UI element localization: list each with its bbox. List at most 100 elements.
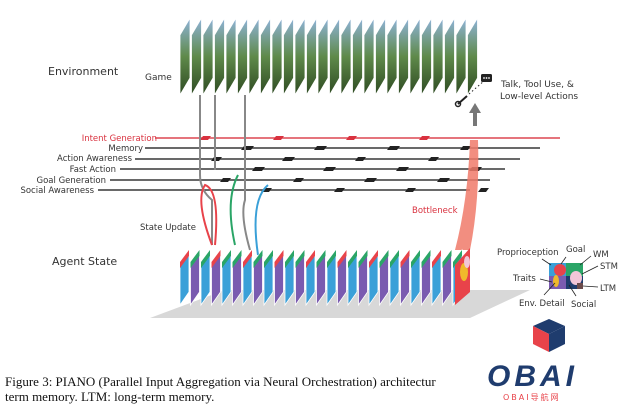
legend-social: Social	[571, 300, 596, 310]
game-frame	[375, 16, 386, 97]
module-packet	[334, 188, 345, 192]
state-block-top	[211, 250, 221, 268]
legend-traits: Traits	[512, 274, 536, 284]
dotted-connector	[468, 80, 485, 95]
game-label: Game	[145, 73, 172, 83]
state-update-arrow	[200, 183, 218, 246]
game-frames-stack	[179, 16, 478, 97]
agent-state-label: Agent State	[52, 255, 117, 268]
state-block-top	[337, 250, 347, 268]
state-block-top	[358, 250, 368, 268]
legend-ltm: LTM	[600, 284, 616, 294]
game-frame	[248, 16, 260, 97]
state-block-top	[232, 250, 242, 268]
state-block-top	[379, 250, 389, 268]
svg-text:OBAI导航网: OBAI导航网	[503, 392, 561, 402]
state-block-top	[295, 250, 305, 268]
module-packet	[273, 136, 284, 140]
state-block-top	[264, 250, 273, 268]
module-packet	[293, 178, 304, 182]
bottleneck-label: Bottleneck	[412, 206, 458, 216]
state-block-top	[348, 250, 357, 268]
obai-watermark-logo: OBAI OBAI导航网	[487, 319, 578, 402]
environment-label: Environment	[48, 65, 119, 78]
chat-bubble-icon	[481, 74, 492, 82]
game-frame	[421, 16, 432, 97]
module-packet	[398, 167, 409, 171]
module-packet	[428, 157, 439, 161]
caption-line-1: Figure 3: PIANO (Parallel Input Aggregat…	[5, 374, 436, 389]
game-frame	[225, 16, 237, 97]
game-frame	[306, 16, 317, 97]
state-update-arrow	[254, 184, 269, 256]
state-block-top	[190, 250, 200, 268]
module-packet	[254, 167, 265, 171]
game-frame	[260, 16, 271, 97]
state-update-label: State Update	[140, 223, 196, 233]
state-update-arrow	[229, 174, 239, 246]
caption-line-2: term memory. LTM: long-term memory.	[5, 389, 215, 404]
legend-wm: WM	[593, 250, 609, 260]
module-packet	[211, 157, 222, 161]
state-block-top	[432, 250, 441, 268]
state-block-top	[400, 250, 410, 268]
state-update-arrows	[199, 95, 479, 256]
module-label-goal-generation: Goal Generation	[37, 176, 106, 186]
module-packet	[220, 178, 231, 182]
module-label-social-awareness: Social Awareness	[20, 186, 94, 196]
game-frame	[352, 16, 363, 97]
state-block-top	[253, 250, 263, 268]
game-frame	[398, 16, 409, 97]
legend-env-detail: Env. Detail	[519, 299, 565, 309]
module-packet	[478, 188, 489, 192]
module-packet	[405, 188, 416, 192]
game-frame	[237, 16, 248, 97]
up-arrow-icon	[469, 103, 481, 126]
legend-proprioception: Proprioception	[497, 248, 559, 258]
game-frame	[432, 16, 444, 97]
wrench-icon	[454, 95, 468, 108]
module-lines	[98, 136, 560, 192]
game-frame	[191, 16, 202, 97]
module-label-fast-action: Fast Action	[70, 165, 116, 175]
svg-text:OBAI: OBAI	[487, 360, 578, 393]
legend-stm: STM	[600, 262, 618, 272]
module-packet	[460, 146, 471, 150]
module-packet	[439, 178, 450, 182]
state-block-top	[285, 250, 294, 268]
game-frame	[455, 16, 467, 97]
game-frame	[467, 16, 478, 97]
bottleneck-arrow	[455, 140, 479, 250]
game-frame	[283, 16, 294, 97]
perception-arrow	[199, 95, 213, 245]
game-frame	[363, 16, 375, 97]
module-packet	[284, 157, 295, 161]
module-packet	[355, 157, 366, 161]
game-frame	[409, 16, 421, 97]
module-label-action-awareness: Action Awareness	[57, 154, 133, 164]
perception-arrow	[242, 95, 251, 251]
state-block-top	[306, 250, 315, 268]
state-block-top	[243, 250, 252, 268]
state-block-top	[442, 250, 452, 268]
state-block-top	[327, 250, 336, 268]
game-frame	[214, 16, 225, 97]
game-frame	[317, 16, 329, 97]
module-label-intent: Intent Generation	[82, 134, 157, 144]
game-frame	[444, 16, 455, 97]
state-block-top	[453, 250, 462, 268]
game-frame	[294, 16, 306, 97]
module-packet	[325, 167, 336, 171]
state-block-top	[421, 250, 431, 268]
agent-state-stack	[179, 248, 470, 307]
state-block-top	[369, 250, 378, 268]
game-frame	[340, 16, 352, 97]
module-packet	[419, 136, 430, 140]
state-legend: Proprioception Goal WM STM LTM Traits En…	[497, 245, 618, 310]
actions-label-2: Low-level Actions	[500, 92, 578, 102]
state-block-top	[201, 250, 210, 268]
actions-label-1: Talk, Tool Use, &	[500, 80, 574, 90]
game-frame	[179, 16, 191, 97]
state-block-face	[464, 256, 470, 268]
